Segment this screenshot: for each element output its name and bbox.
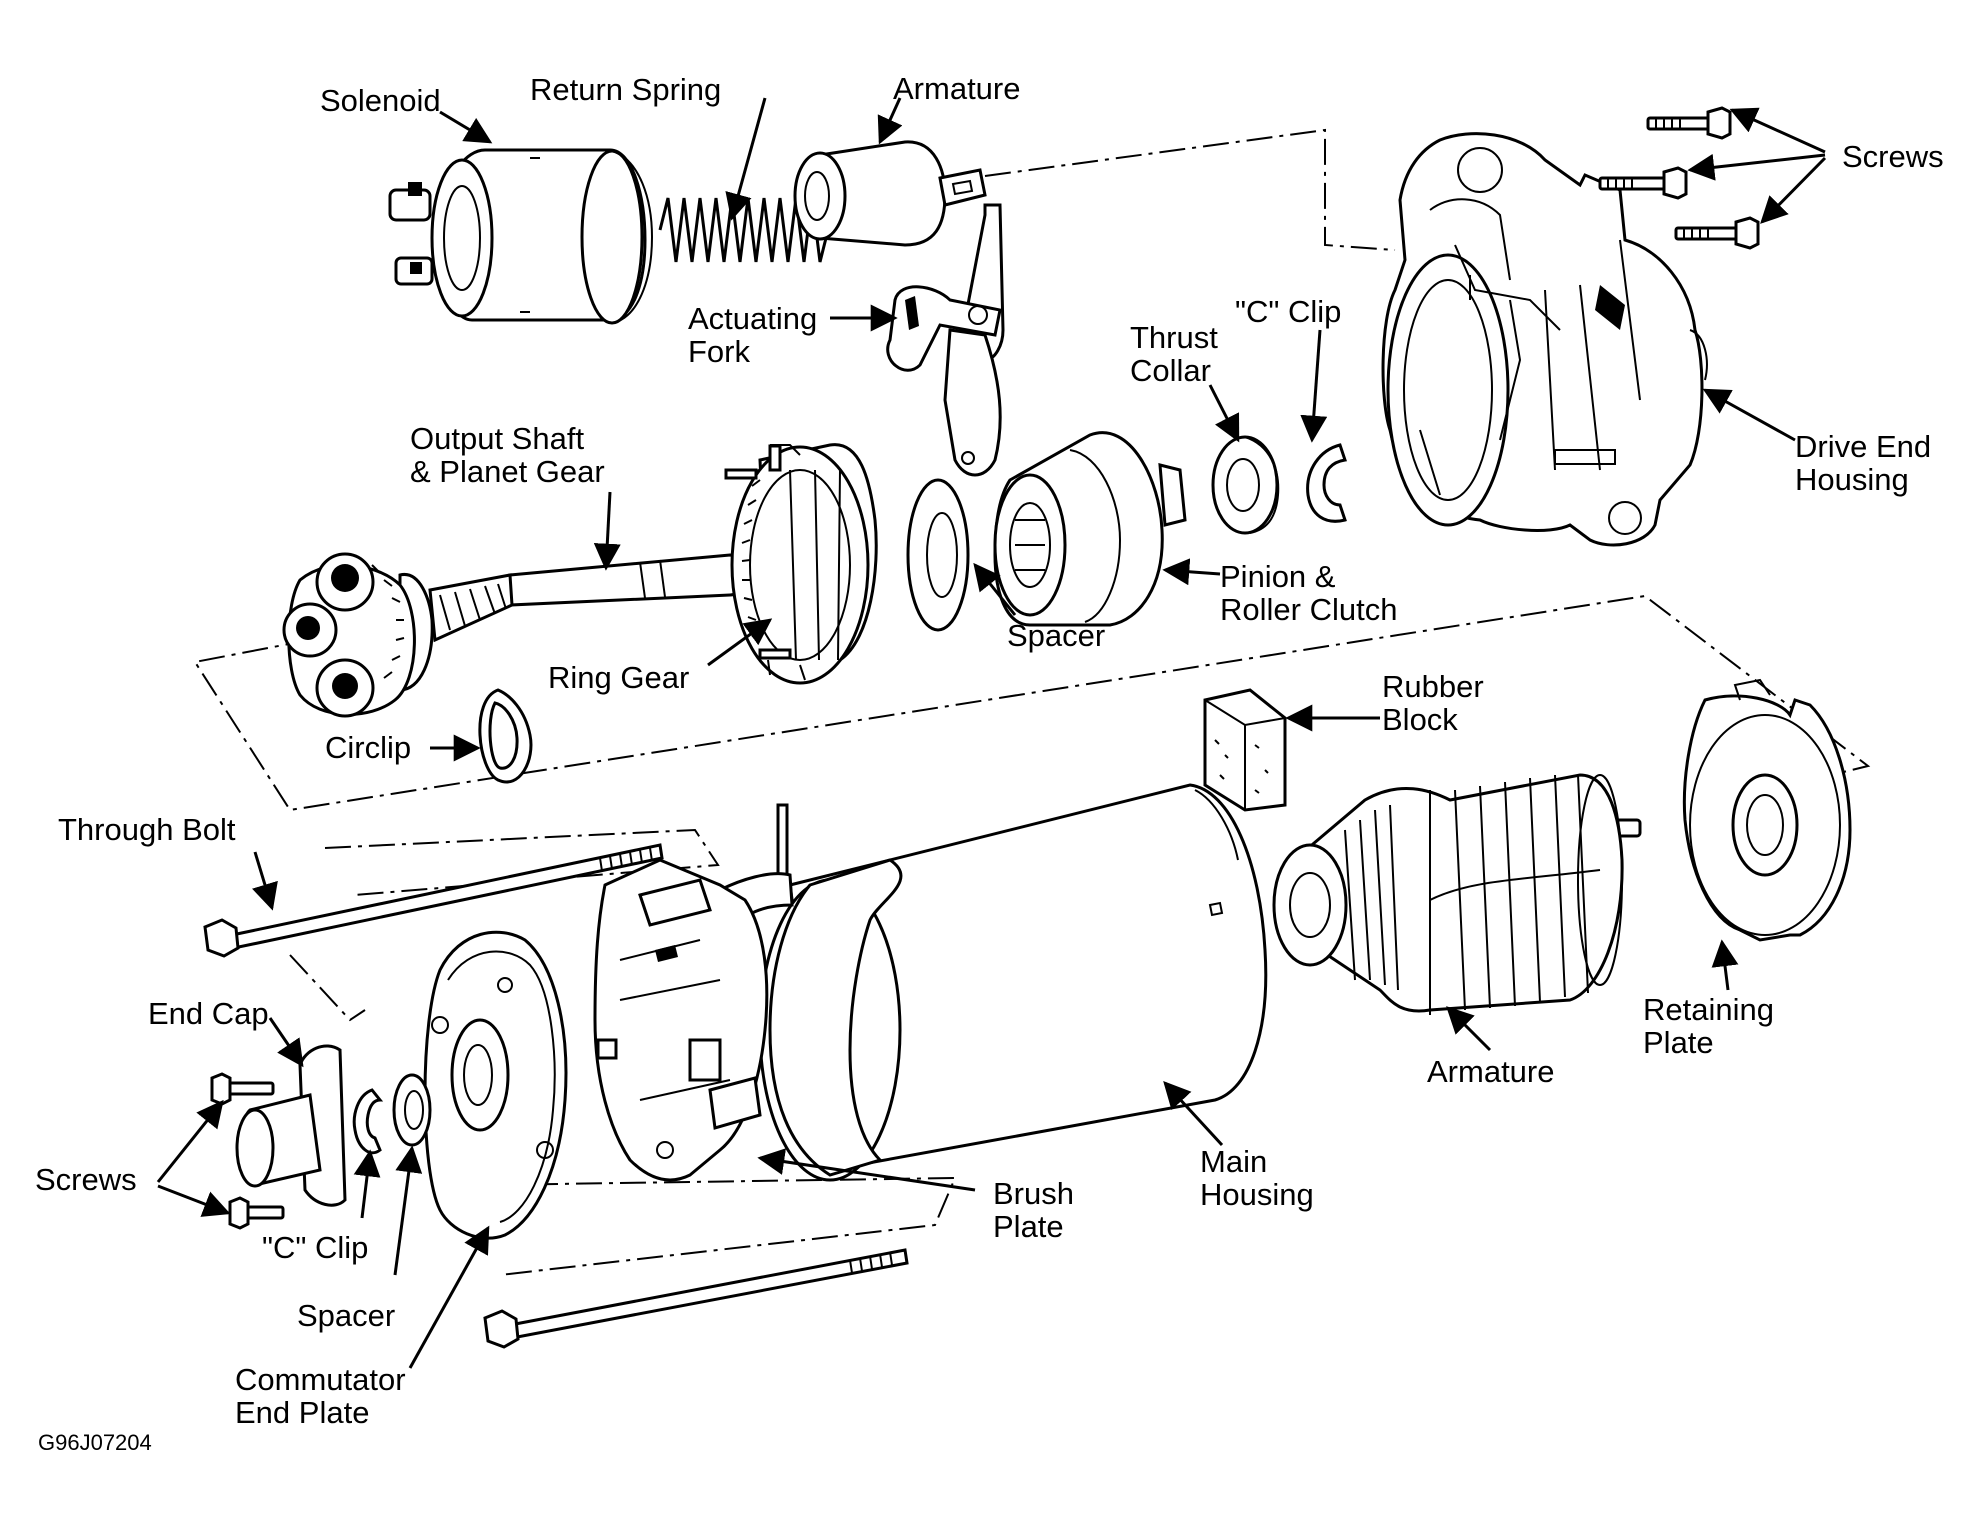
label-armature-top: Armature <box>893 71 1020 106</box>
leader-lines <box>156 97 1827 1369</box>
label-c-clip-top: "C" Clip <box>1235 294 1341 329</box>
label-end-cap: End Cap <box>148 996 269 1031</box>
label-output-shaft-line2: & Planet Gear <box>410 454 605 489</box>
brush-plate-part <box>593 858 769 1182</box>
actuating-fork-part <box>886 203 1005 477</box>
c-clip-top-part <box>1306 443 1347 523</box>
spacer-top-part <box>906 478 970 632</box>
label-brush-plate-line1: Brush <box>993 1176 1074 1211</box>
label-c-clip-bottom: "C" Clip <box>262 1230 368 1265</box>
label-thrust-collar-line2: Collar <box>1130 353 1211 388</box>
figure-code: G96J07204 <box>38 1430 152 1455</box>
label-screws-top: Screws <box>1842 139 1944 174</box>
armature-rotor-part <box>1272 773 1642 1015</box>
label-main-housing-line2: Housing <box>1200 1177 1314 1212</box>
label-main-housing-line1: Main <box>1200 1144 1267 1179</box>
label-actuating-fork-line1: Actuating <box>688 301 817 336</box>
label-brush-plate-line2: Plate <box>993 1209 1064 1244</box>
drive-end-housing-part <box>1381 132 1708 547</box>
label-retaining-plate-line1: Retaining <box>1643 992 1774 1027</box>
return-spring-part <box>658 197 830 263</box>
label-through-bolt: Through Bolt <box>58 812 236 847</box>
label-rubber-block-line1: Rubber <box>1382 669 1484 704</box>
label-pinion-line1: Pinion & <box>1220 559 1336 594</box>
ring-gear-part <box>724 443 878 685</box>
label-pinion-line2: Roller Clutch <box>1220 592 1397 627</box>
label-spacer-top: Spacer <box>1007 618 1105 653</box>
label-ring-gear: Ring Gear <box>548 660 689 695</box>
spacer-bottom-part <box>392 1073 432 1147</box>
top-screws-part <box>1598 106 1760 250</box>
label-spacer-bottom: Spacer <box>297 1298 395 1333</box>
thrust-collar-part <box>1211 435 1280 535</box>
c-clip-bottom-part <box>352 1088 384 1155</box>
circlip-part <box>478 688 533 784</box>
rubber-block-part <box>1203 688 1287 812</box>
labels: Solenoid Return Spring Armature Screws A… <box>35 71 1944 1455</box>
armature-plunger-part <box>793 140 987 247</box>
label-drive-end-housing-line2: Housing <box>1795 462 1909 497</box>
pinion-roller-clutch-part <box>993 431 1187 627</box>
label-circlip: Circlip <box>325 730 411 765</box>
label-return-spring: Return Spring <box>530 72 721 107</box>
bottom-screws-part <box>210 1072 285 1230</box>
end-cap-part <box>235 1044 347 1207</box>
through-bolt-lower-part <box>483 1248 909 1349</box>
through-bolt-upper-part <box>203 843 664 958</box>
label-output-shaft-line1: Output Shaft <box>410 421 584 456</box>
solenoid-part <box>388 148 654 325</box>
label-drive-end-housing-line1: Drive End <box>1795 429 1931 464</box>
label-solenoid: Solenoid <box>320 83 441 118</box>
label-commutator-line2: End Plate <box>235 1395 369 1430</box>
retaining-plate-part <box>1682 678 1852 942</box>
commutator-end-plate-part <box>423 930 568 1240</box>
label-armature-bottom: Armature <box>1427 1054 1554 1089</box>
output-shaft-part <box>282 552 747 718</box>
label-rubber-block-line2: Block <box>1382 702 1458 737</box>
label-screws-bottom: Screws <box>35 1162 137 1197</box>
label-thrust-collar-line1: Thrust <box>1130 320 1218 355</box>
label-retaining-plate-line2: Plate <box>1643 1025 1714 1060</box>
label-commutator-line1: Commutator <box>235 1362 406 1397</box>
main-housing-part <box>718 783 1268 1182</box>
label-actuating-fork-line2: Fork <box>688 334 751 369</box>
